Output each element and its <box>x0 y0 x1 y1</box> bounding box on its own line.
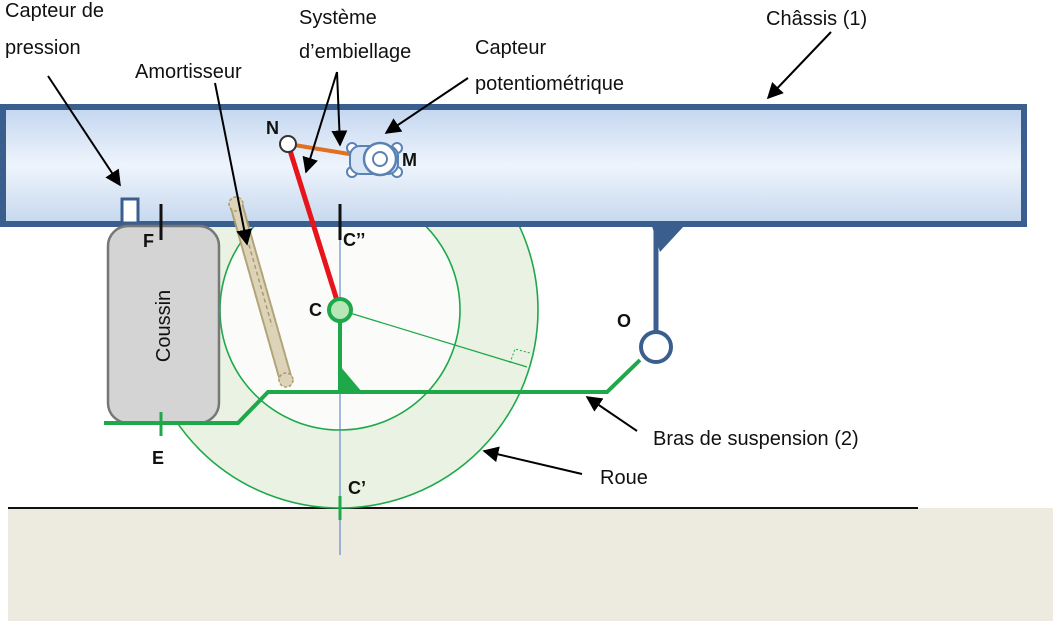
wheel-radius-line <box>339 309 528 368</box>
hub-triangle <box>340 366 362 392</box>
chassis <box>0 104 1027 227</box>
label-capteur-pot-1: Capteur <box>475 37 546 59</box>
label-roue: Roue <box>600 467 648 489</box>
pivot-bracket <box>652 226 684 252</box>
label-bras: Bras de suspension (2) <box>653 428 859 450</box>
point-label-c: C <box>309 300 322 320</box>
pressure-sensor <box>120 197 140 225</box>
label-capteur-pot-2: potentiométrique <box>475 73 624 95</box>
point-label-o: O <box>617 311 631 331</box>
label-coussin: Coussin <box>153 290 175 362</box>
ground <box>8 508 1053 621</box>
label-capteur-pression-1: Capteur de <box>5 0 104 22</box>
potentiometer <box>346 141 403 178</box>
point-label-e: E <box>152 448 164 468</box>
label-capteur-pression-2: pression <box>5 37 81 59</box>
point-label-c-prime: C’ <box>348 478 366 498</box>
annotation-arrows <box>47 31 832 475</box>
label-chassis: Châssis (1) <box>766 8 867 30</box>
label-systeme-2: d’embiellage <box>299 41 411 63</box>
point-c-joint <box>327 297 353 323</box>
point-label-f: F <box>143 231 154 251</box>
point-label-m: M <box>402 150 417 170</box>
suspension-arm <box>104 358 642 425</box>
label-systeme-1: Système <box>299 7 377 29</box>
right-angle-mark <box>509 348 531 364</box>
link-rod-red <box>285 143 343 311</box>
point-label-n: N <box>266 118 279 138</box>
label-amortisseur: Amortisseur <box>135 61 242 83</box>
point-n-joint <box>279 135 297 153</box>
pivot-o <box>639 330 673 364</box>
point-label-c-double-prime: C’’ <box>343 230 365 250</box>
